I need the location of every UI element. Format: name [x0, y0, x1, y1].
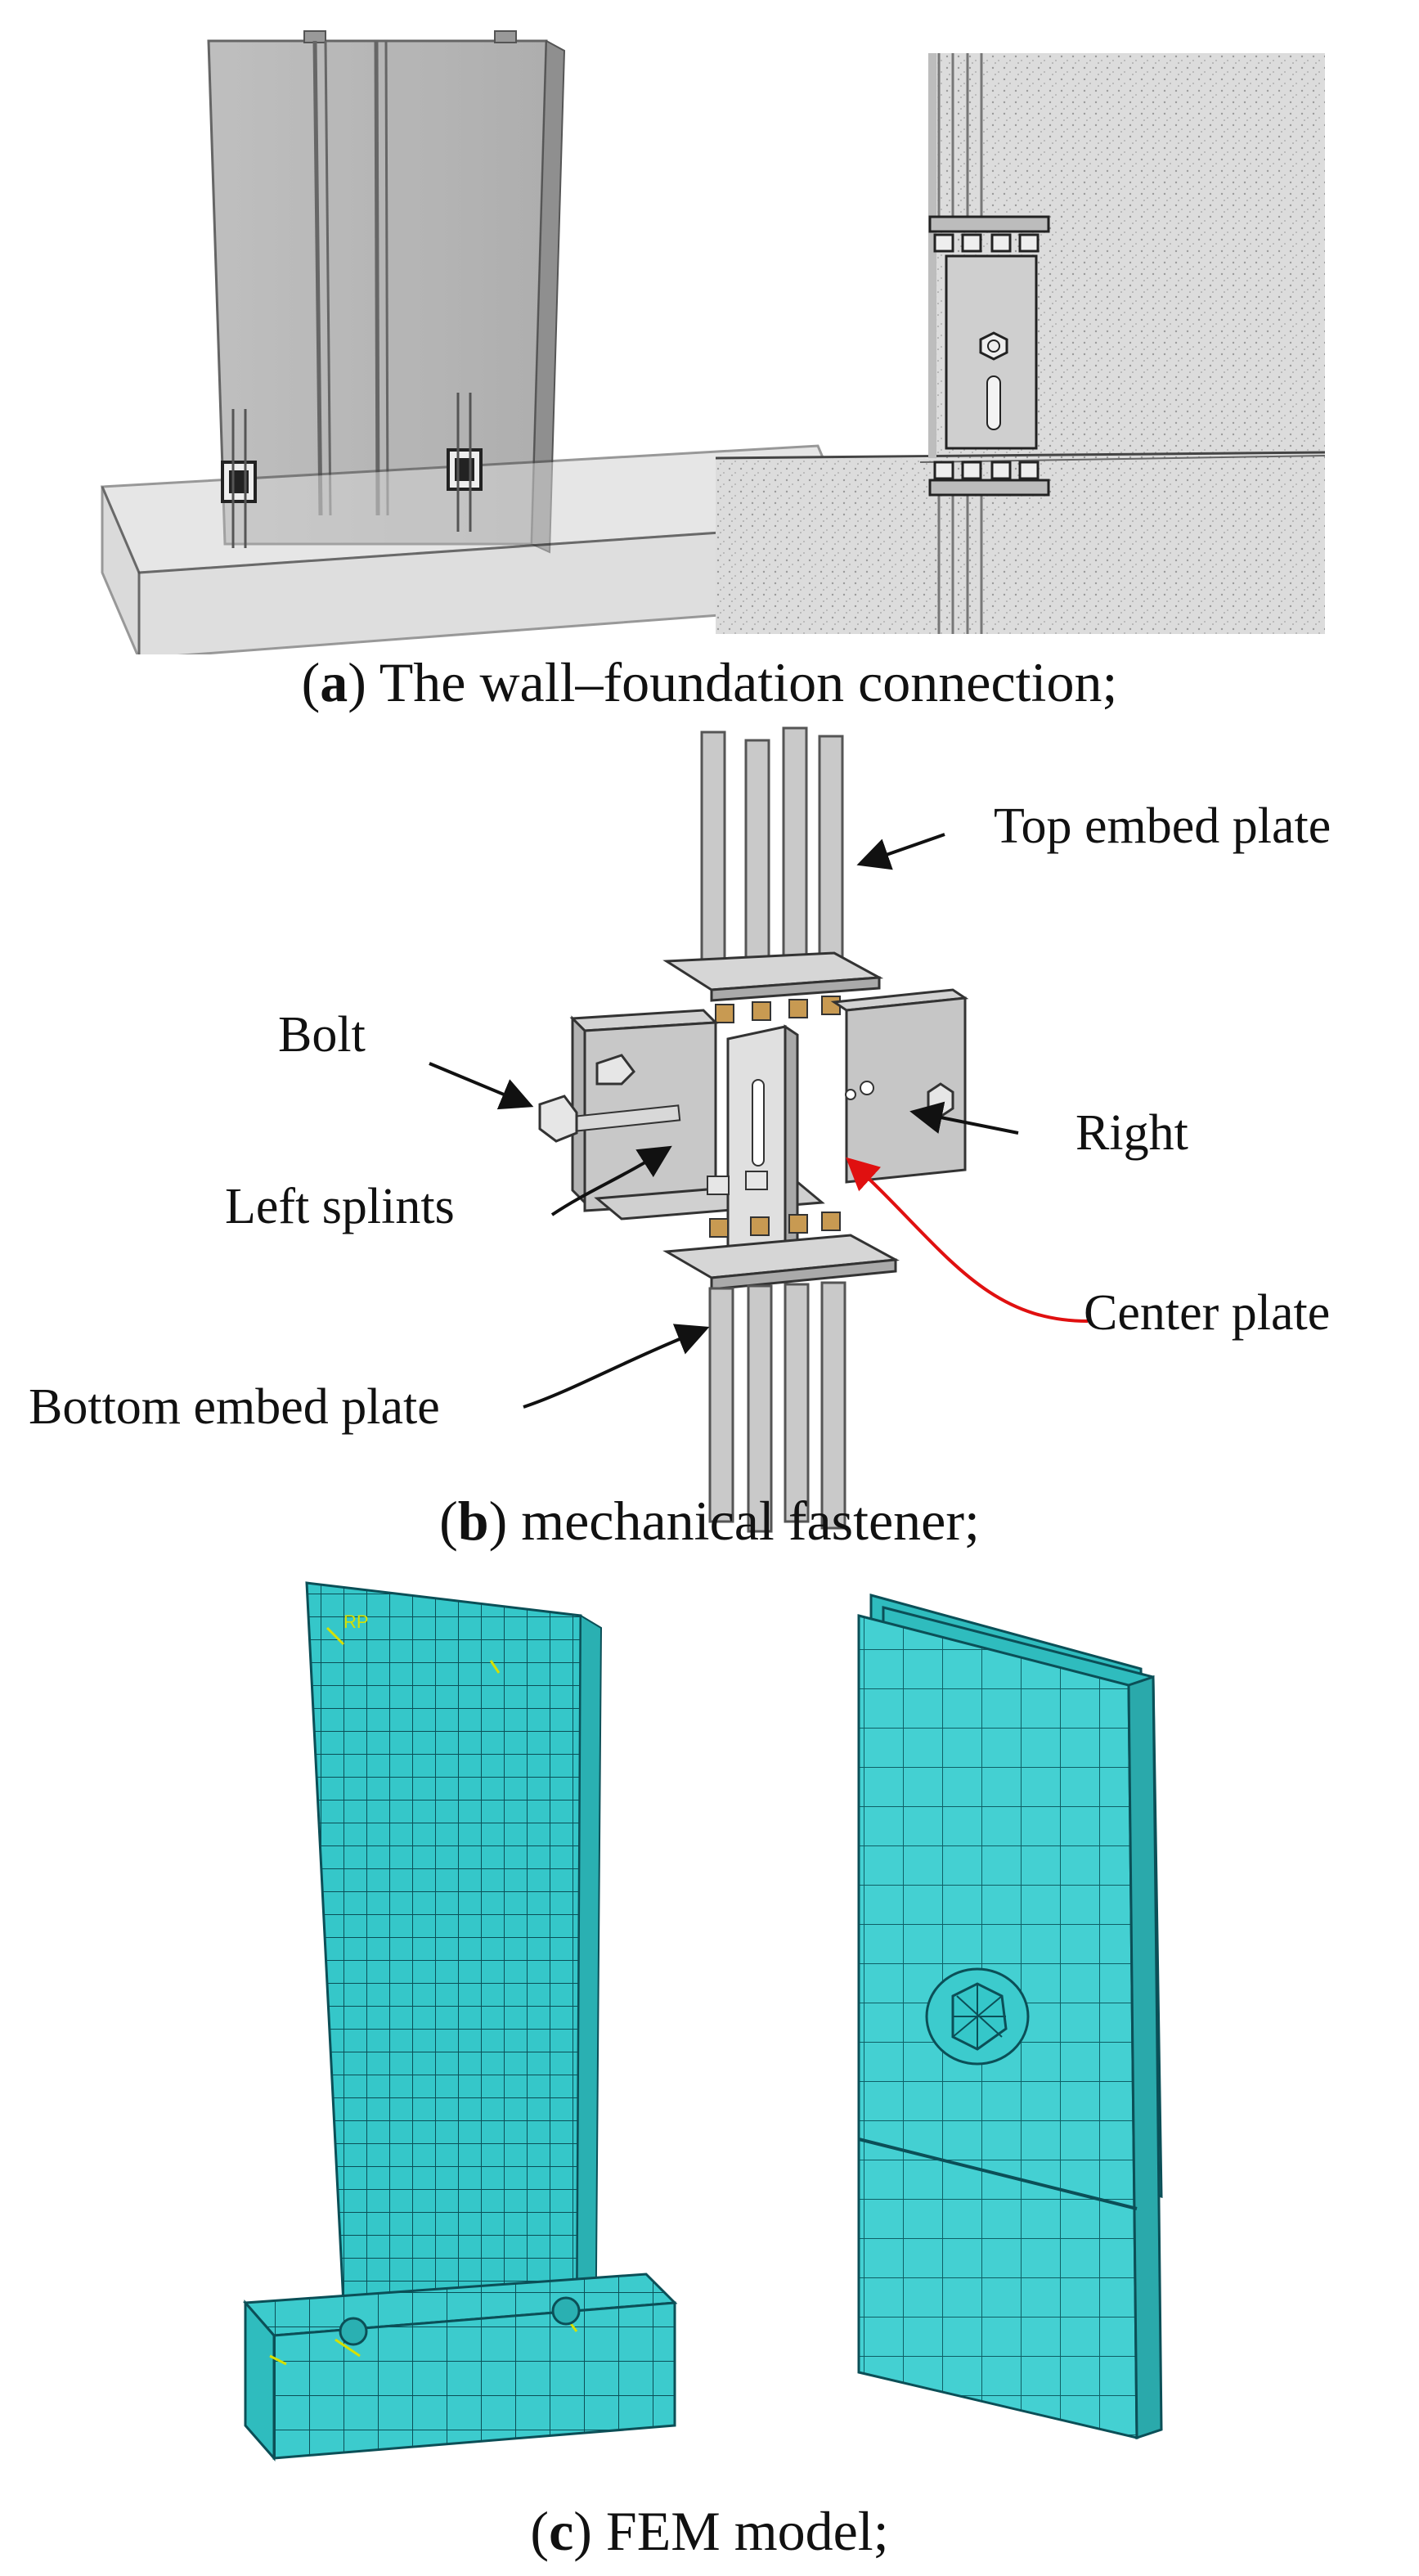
callout-right: Right [1075, 1105, 1188, 1161]
caption-a: (a) The wall–foundation connection; [301, 651, 1118, 713]
connection-closeup [716, 53, 1325, 634]
callout-bottom-embed-plate: Bottom embed plate [29, 1379, 440, 1435]
fem-model: RP [242, 1581, 1163, 2461]
panel-b: Top embed plate Bolt Right Left splints … [0, 720, 1419, 1552]
panel-a: (a) The wall–foundation connection; [0, 0, 1419, 713]
panel-c: RP (c) FEM model; [0, 1571, 1419, 2576]
callout-left-splints: Left splints [225, 1179, 455, 1234]
callout-top-embed-plate: Top embed plate [994, 798, 1331, 854]
wall-foundation-3d [100, 30, 853, 654]
rp-marker: RP [344, 1612, 369, 1632]
callout-center-plate: Center plate [1084, 1285, 1331, 1341]
caption-b: (b) mechanical fastener; [439, 1490, 980, 1552]
caption-c: (c) FEM model; [530, 2500, 889, 2562]
mechanical-fastener-exploded [429, 726, 1089, 1533]
callout-bolt: Bolt [278, 1007, 366, 1063]
